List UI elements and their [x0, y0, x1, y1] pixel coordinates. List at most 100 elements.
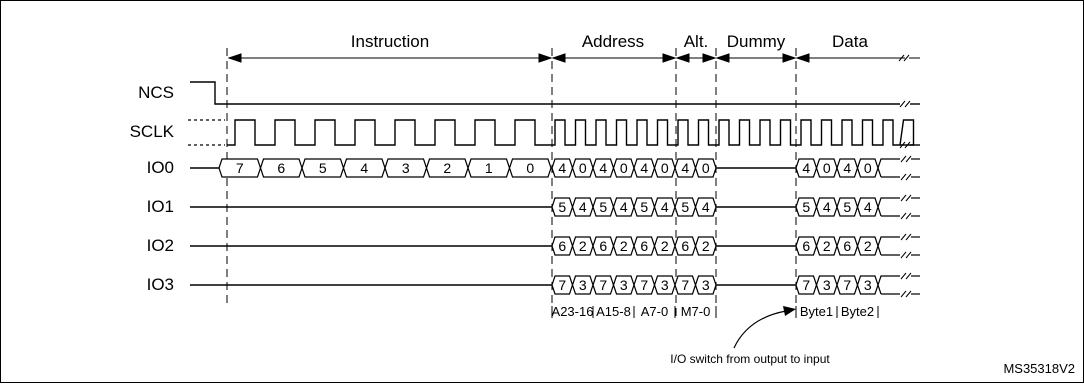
io3-tail	[877, 275, 900, 295]
address-byte-label-2: A7-0	[641, 304, 668, 319]
io0-data-nibble-0-label: 4	[802, 160, 810, 176]
io1-data-nibble-3-label: 4	[864, 199, 872, 215]
io0-alt-nibble-0-label: 4	[681, 160, 689, 176]
instruction-bit-7	[508, 158, 552, 178]
io0-address-nibble-4-label: 4	[640, 160, 648, 176]
signal-names: NCS SCLK IO0 IO1 IO2 IO3	[130, 83, 175, 294]
phase-labels: Instruction Address Alt. Dummy Data	[351, 32, 869, 51]
io2-address-nibble-5-label: 2	[661, 238, 669, 254]
io1-break-top	[900, 194, 912, 202]
alt-byte-label-0: M7-0	[681, 304, 711, 319]
phase-arrows	[227, 53, 905, 63]
io3-break-bottom	[900, 290, 912, 298]
io2-data-nibble-1-label: 2	[823, 238, 831, 254]
phase-label-instruction: Instruction	[351, 32, 429, 51]
io1-address-nibble-3-label: 4	[620, 199, 628, 215]
io3-alt-nibble-1-label: 3	[702, 277, 710, 293]
annotation-arrow-curve	[733, 310, 787, 349]
instruction-bit-1-label: 6	[277, 160, 285, 176]
instruction-bit-4-label: 3	[402, 160, 410, 176]
arrowhead-instruction-left	[227, 53, 242, 63]
ncs-trace	[190, 81, 900, 105]
signal-name-ncs: NCS	[138, 83, 174, 102]
io3-alt-nibble-0-label: 7	[681, 277, 689, 293]
io0-data-nibble-1-label: 0	[823, 160, 831, 176]
address-byte-label-1: A15-8	[596, 304, 631, 319]
data-byte-label-0: Byte1	[800, 304, 833, 319]
io0-address-nibble-3-label: 0	[620, 160, 628, 176]
ncs-waveform	[190, 81, 920, 108]
io3-address-nibble-2-label: 7	[599, 277, 607, 293]
io0-data-nibble-3-label: 0	[864, 160, 872, 176]
io0-alt-nibble-1-label: 0	[702, 160, 710, 176]
signal-name-io0: IO0	[147, 158, 174, 177]
io0-data-nibble-2-label: 4	[843, 160, 851, 176]
io2-address-nibble-2-label: 6	[599, 238, 607, 254]
io1-alt-nibble-0-label: 5	[681, 199, 689, 215]
io2-address-nibble-0-label: 6	[558, 238, 566, 254]
io3-data-nibble-0-label: 7	[802, 277, 810, 293]
io3-address-nibble-3-label: 3	[620, 277, 628, 293]
arrowhead-address-left	[551, 53, 566, 63]
io0-break-bottom	[900, 173, 912, 181]
io2-data-nibble-3-label: 2	[864, 238, 872, 254]
instruction-bit-0-label: 7	[236, 160, 244, 176]
arrowhead-data-left	[795, 53, 810, 63]
io0-break-top	[900, 155, 912, 163]
sclk-trace	[227, 119, 915, 146]
annotation-arrowhead	[783, 306, 796, 316]
instruction-bit-7-label: 0	[526, 160, 534, 176]
io2-address-nibble-4-label: 6	[640, 238, 648, 254]
io3-data-nibble-1-label: 3	[823, 277, 831, 293]
io1-address-nibble-5-label: 4	[661, 199, 669, 215]
instruction-bit-3-label: 4	[360, 160, 368, 176]
io0-address-nibble-1-label: 0	[579, 160, 587, 176]
io2-tail	[877, 236, 900, 256]
signal-name-io1: IO1	[147, 197, 174, 216]
io2-break-top	[900, 233, 912, 241]
ncs-break	[899, 100, 911, 108]
arrowhead-dummy-right	[782, 53, 797, 63]
io3-break-top	[900, 272, 912, 280]
io0-address-nibble-5-label: 0	[661, 160, 669, 176]
io2-alt-nibble-0-label: 6	[681, 238, 689, 254]
phase-label-address: Address	[582, 32, 644, 51]
io2-address-nibble-3-label: 2	[620, 238, 628, 254]
io1-tail	[877, 197, 900, 217]
sclk-break	[899, 141, 911, 149]
phase-label-alt: Alt.	[684, 32, 709, 51]
break-mark-data-arrow	[898, 54, 910, 62]
io1-data-nibble-2-label: 5	[843, 199, 851, 215]
io3-data-nibble-2-label: 7	[843, 277, 851, 293]
io2-alt-nibble-1-label: 2	[702, 238, 710, 254]
arrowhead-dummy-left	[715, 53, 730, 63]
signal-name-sclk: SCLK	[130, 122, 175, 141]
instruction-bit-6-label: 1	[485, 160, 493, 176]
io1-address-nibble-1-label: 4	[579, 199, 587, 215]
arrowhead-alt-left	[675, 53, 690, 63]
phase-label-dummy: Dummy	[727, 32, 786, 51]
signal-name-io3: IO3	[147, 275, 174, 294]
io2-break-bottom	[900, 251, 912, 259]
io2-data-nibble-2-label: 6	[843, 238, 851, 254]
io3-address-nibble-0-label: 7	[558, 277, 566, 293]
io3-address-nibble-4-label: 7	[640, 277, 648, 293]
io1-address-nibble-4-label: 5	[640, 199, 648, 215]
arrowhead-instruction-right	[538, 53, 553, 63]
io1-address-nibble-0-label: 5	[558, 199, 566, 215]
io3-data-nibble-3-label: 3	[864, 277, 872, 293]
io1-address-nibble-2-label: 5	[599, 199, 607, 215]
arrowhead-alt-right	[702, 53, 717, 63]
io0-address-nibble-2-label: 4	[599, 160, 607, 176]
address-byte-label-0: A23-16	[552, 304, 594, 319]
io1-data-nibble-1-label: 4	[823, 199, 831, 215]
signal-name-io2: IO2	[147, 236, 174, 255]
phase-label-data: Data	[832, 32, 868, 51]
